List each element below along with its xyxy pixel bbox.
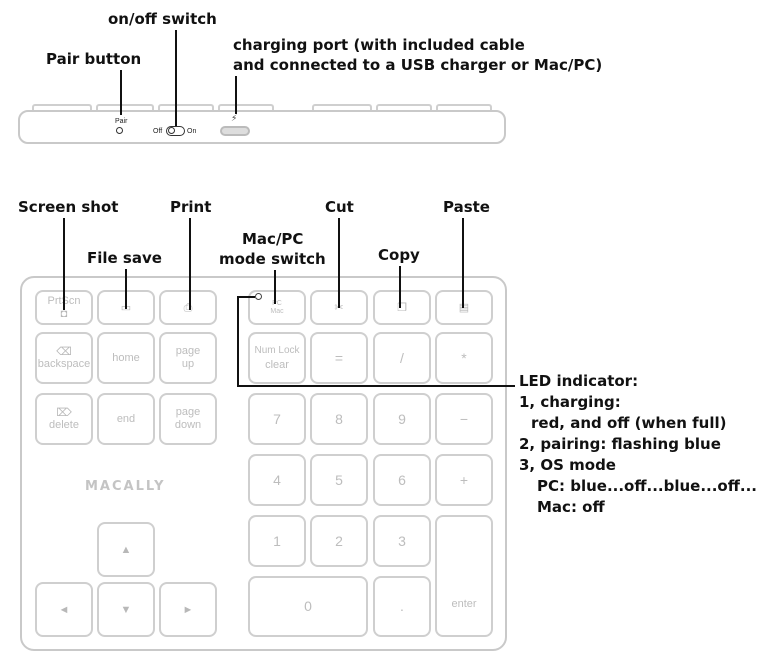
led-callout-line-v	[237, 296, 239, 387]
device-edge-tab	[218, 104, 274, 112]
key-plus[interactable]: +	[435, 454, 493, 506]
onoff-switch[interactable]	[166, 126, 185, 136]
key-8[interactable]: 8	[310, 393, 368, 445]
cut-callout-line	[338, 218, 340, 308]
led-line-3: 2, pairing: flashing blue	[519, 435, 721, 453]
device-edge-tab	[436, 104, 492, 112]
charging-callout-line	[235, 76, 237, 114]
pair-button[interactable]	[116, 127, 123, 134]
led-callout-line-h2	[237, 385, 515, 387]
key-6[interactable]: 6	[373, 454, 431, 506]
arrow-right-icon: ►	[182, 603, 194, 616]
printer-icon: ⎙	[183, 301, 193, 314]
file-save-callout-line	[125, 269, 127, 309]
arrow-up-icon: ▲	[120, 543, 132, 556]
key-home[interactable]: home	[97, 332, 155, 384]
led-indicator	[255, 293, 262, 300]
key-minus[interactable]: −	[435, 393, 493, 445]
device-edge-body	[18, 110, 506, 144]
arrow-down-icon: ▼	[120, 603, 132, 616]
delete-icon: ⌦	[56, 406, 72, 419]
cut-label: Cut	[325, 198, 354, 216]
led-line-6: Mac: off	[537, 498, 605, 516]
screenshot-callout-line	[63, 218, 65, 310]
device-edge-tab	[96, 104, 154, 112]
key-equals[interactable]: =	[310, 332, 368, 384]
key-copy[interactable]: ❐	[373, 290, 431, 325]
onoff-callout-line	[175, 30, 177, 126]
led-callout-line-h1	[237, 296, 255, 298]
charging-port	[220, 126, 250, 136]
pair-small-label: Pair	[115, 118, 128, 125]
print-callout-line	[189, 218, 191, 310]
key-asterisk[interactable]: *	[435, 332, 493, 384]
key-slash[interactable]: /	[373, 332, 431, 384]
charging-port-label-line2: and connected to a USB charger or Mac/PC…	[233, 56, 603, 74]
device-edge-tab	[32, 104, 92, 112]
led-line-4: 3, OS mode	[519, 456, 616, 474]
mode-switch-label-line2: mode switch	[219, 250, 326, 268]
key-4[interactable]: 4	[248, 454, 306, 506]
mode-switch-callout-line	[274, 270, 276, 304]
key-paste[interactable]: ▤	[435, 290, 493, 325]
pair-button-label: Pair button	[46, 50, 142, 68]
key-arrow-right[interactable]: ►	[159, 582, 217, 637]
key-5[interactable]: 5	[310, 454, 368, 506]
led-line-2: red, and off (when full)	[531, 414, 727, 432]
key-2[interactable]: 2	[310, 515, 368, 567]
key-9[interactable]: 9	[373, 393, 431, 445]
key-1[interactable]: 1	[248, 515, 306, 567]
arrow-left-icon: ◄	[58, 603, 70, 616]
onoff-switch-label: on/off switch	[108, 10, 217, 28]
key-enter[interactable]: enter	[435, 515, 493, 637]
key-arrow-left[interactable]: ◄	[35, 582, 93, 637]
charging-port-label-line1: charging port (with included cable	[233, 36, 525, 54]
led-line-1: 1, charging:	[519, 393, 621, 411]
copy-icon: ❐	[397, 301, 407, 314]
key-0[interactable]: 0	[248, 576, 368, 637]
key-3[interactable]: 3	[373, 515, 431, 567]
paste-icon: ▤	[458, 301, 470, 314]
key-backspace[interactable]: ⌫backspace	[35, 332, 93, 384]
device-edge-tab	[158, 104, 214, 112]
key-arrow-down[interactable]: ▼	[97, 582, 155, 637]
screenshot-label: Screen shot	[18, 198, 119, 216]
paste-label: Paste	[443, 198, 490, 216]
copy-label: Copy	[378, 246, 420, 264]
key-dot[interactable]: .	[373, 576, 431, 637]
pair-callout-line	[120, 70, 122, 115]
key-end[interactable]: end	[97, 393, 155, 445]
key-delete[interactable]: ⌦delete	[35, 393, 93, 445]
print-label: Print	[170, 198, 212, 216]
copy-callout-line	[399, 266, 401, 308]
device-edge-tab	[312, 104, 372, 112]
backspace-icon: ⌫	[56, 345, 72, 358]
file-save-label: File save	[87, 249, 162, 267]
on-label: On	[187, 128, 197, 135]
key-arrow-up[interactable]: ▲	[97, 522, 155, 577]
key-7[interactable]: 7	[248, 393, 306, 445]
paste-callout-line	[462, 218, 464, 308]
camera-icon: ◘	[60, 308, 68, 320]
led-indicator-description: LED indicator: 1, charging: red, and off…	[519, 371, 757, 518]
device-edge-tab	[376, 104, 432, 112]
led-title: LED indicator:	[519, 372, 639, 390]
led-line-5: PC: blue...off...blue...off...	[537, 477, 757, 495]
key-print[interactable]: ⎙	[159, 290, 217, 325]
mode-switch-label-line1: Mac/PC	[242, 230, 304, 248]
off-label: Off	[153, 128, 163, 135]
lightning-icon: ⚡	[231, 114, 238, 124]
brand-logo: MACALLY	[85, 479, 166, 494]
